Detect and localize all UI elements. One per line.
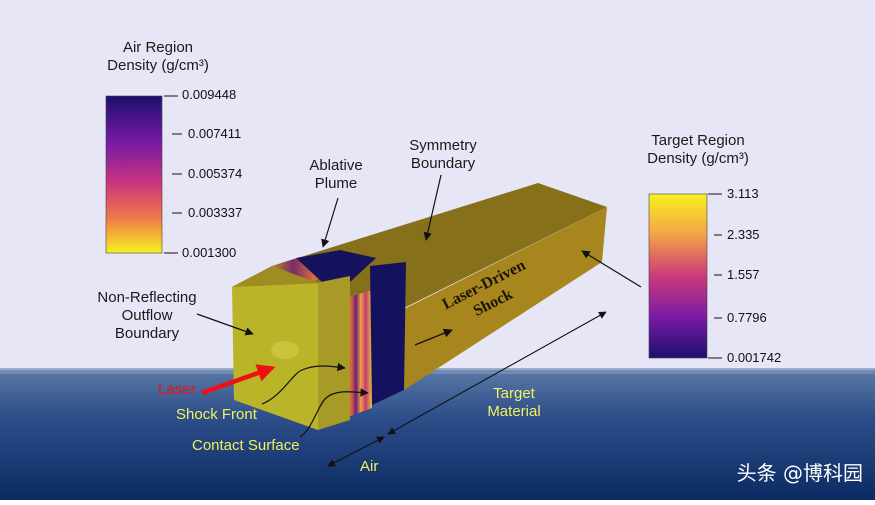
target-tick-3: 0.7796 (727, 310, 767, 325)
target-density-colorbar (648, 193, 708, 359)
target-line2: Material (487, 403, 541, 420)
ablative-plume-label: Ablative Plume (296, 157, 376, 193)
plume-top (296, 250, 376, 295)
target-tick-4: 0.001742 (727, 350, 782, 365)
laser-arrow (201, 364, 276, 396)
nonreflect-line2: Outflow (121, 307, 173, 324)
shock-front-label: Shock Front (176, 406, 257, 423)
nonreflect-pointer (196, 313, 254, 336)
air-scale-title-line1: Air Region (122, 39, 194, 56)
air-scale-title: Air Region Density (g/cm³) (78, 39, 238, 75)
target-dimension-arrow (387, 311, 607, 435)
box-front-face (232, 283, 318, 430)
air-density-colorbar (105, 95, 163, 254)
target-scale-title-line1: Target Region (651, 132, 745, 149)
laser-label: Laser (158, 381, 196, 398)
air-scale-title-line2: Density (g/cm³) (107, 57, 209, 74)
horizon-band (0, 368, 875, 374)
air-tick-4: 0.001300 (182, 245, 237, 260)
air-colorbar-ticks (164, 95, 182, 254)
air-tick-3: 0.003337 (188, 205, 243, 220)
laser-spot (271, 341, 299, 359)
contact-surface-label: Contact Surface (192, 437, 300, 454)
target-line1: Target (493, 385, 535, 402)
target-tick-1: 2.335 (727, 227, 760, 242)
nonreflect-line1: Non-Reflecting (97, 289, 197, 306)
symmetry-line2: Boundary (410, 155, 476, 172)
target-tick-0: 3.113 (727, 186, 759, 201)
air-label: Air (360, 458, 379, 475)
target-scale-title-line2: Density (g/cm³) (647, 150, 749, 167)
air-tick-0: 0.009448 (182, 87, 237, 102)
contact-band (316, 276, 350, 430)
target-scale-title: Target Region Density (g/cm³) (618, 132, 778, 168)
ablative-plume-region (370, 262, 406, 405)
shock-front-pointer (261, 362, 346, 405)
target-colorbar-ticks (708, 193, 722, 359)
watermark-text: 头条 @博科园 (736, 461, 863, 485)
front-top-edge (232, 266, 318, 287)
symmetry-boundary-label: Symmetry Boundary (398, 137, 488, 173)
air-tick-1: 0.007411 (188, 126, 242, 141)
nonreflecting-boundary-label: Non-Reflecting Outflow Boundary (82, 289, 212, 343)
contact-surface-pointer (299, 388, 369, 438)
ablative-line1: Ablative (309, 157, 363, 174)
target-material-label: Target Material (478, 385, 550, 421)
nonreflect-line3: Boundary (114, 325, 180, 342)
target-tick-2: 1.557 (727, 267, 760, 282)
ablative-line2: Plume (314, 175, 358, 192)
target-scale-pointer (581, 250, 642, 288)
symmetry-line1: Symmetry (409, 137, 477, 154)
air-tick-2: 0.005374 (188, 166, 243, 181)
ablative-pointer (321, 197, 339, 248)
symmetry-pointer (423, 174, 442, 241)
air-dimension-arrow (327, 436, 385, 467)
